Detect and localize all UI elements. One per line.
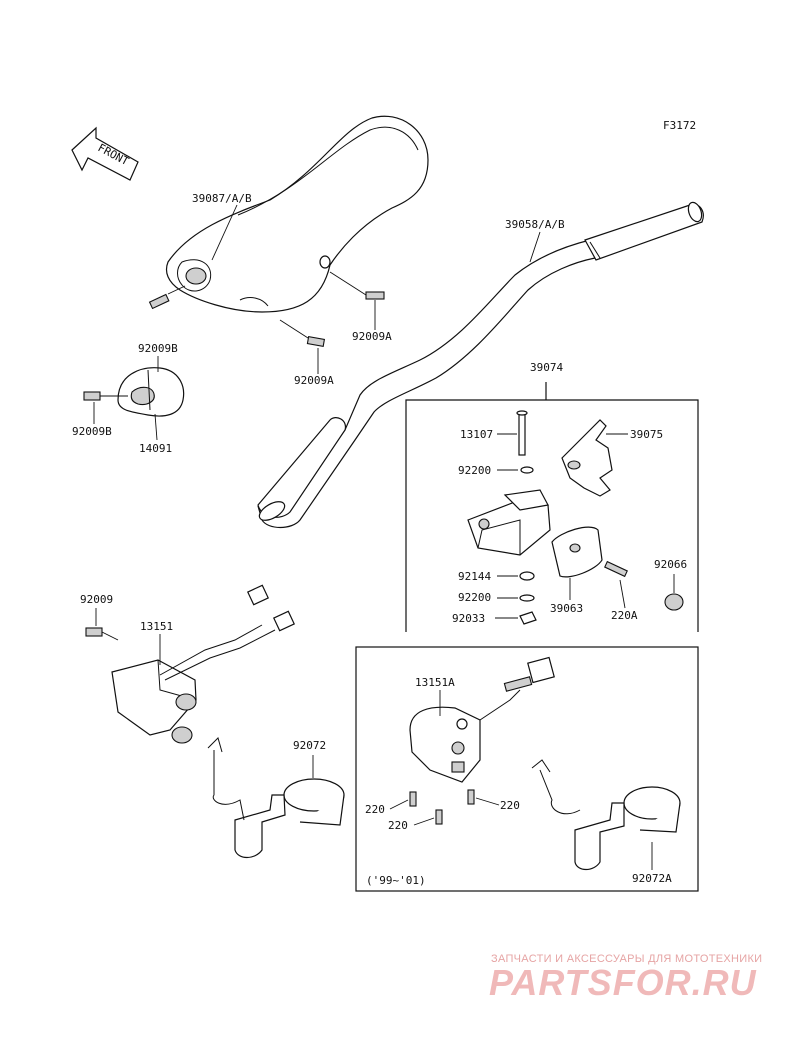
throttle-lever — [561, 419, 613, 497]
front-arrow-icon: FRONT — [71, 126, 139, 181]
watermark-brand: PARTSFOR.RU — [489, 962, 757, 1003]
clip-label: 92033 — [452, 612, 485, 625]
handlebar-cover — [165, 115, 429, 313]
bolt-92009a-bottom-label: 92009A — [294, 374, 334, 387]
bolt-icon — [148, 285, 186, 310]
switch-label: 13151 — [140, 620, 173, 633]
cap-label: 14091 — [139, 442, 172, 455]
screw-220-right-label: 220 — [500, 799, 520, 812]
switch-alt-label: 13151A — [415, 676, 455, 689]
spring-label: 92144 — [458, 570, 491, 583]
screw-icon — [467, 789, 475, 805]
cap — [117, 367, 185, 417]
screw-icon — [604, 560, 628, 578]
screw-icon — [409, 791, 417, 807]
bolt-92009b-left-label: 92009B — [72, 425, 112, 438]
lanyard-clamp-alt — [531, 759, 681, 871]
bolt-92009a-right-label: 92009A — [352, 330, 392, 343]
washer-icon — [519, 594, 535, 602]
plug — [664, 593, 684, 611]
bolt-icon — [83, 391, 128, 401]
screw-220-left-label: 220 — [365, 803, 385, 816]
screw-220a-label: 220A — [611, 609, 638, 622]
clip-icon — [519, 611, 537, 625]
washer-icon — [520, 466, 534, 474]
spring-icon — [519, 571, 535, 581]
handlebar-switch — [111, 584, 296, 744]
handlebar-switch-alt — [409, 656, 555, 783]
throttle-assy-label: 39074 — [530, 361, 563, 374]
lever-label: 39075 — [630, 428, 663, 441]
bolt-icon — [279, 319, 326, 347]
washer-top-label: 92200 — [458, 464, 491, 477]
screw-icon — [435, 809, 443, 825]
plug-label: 92066 — [654, 558, 687, 571]
clamp-label: 92072 — [293, 739, 326, 752]
washer-bottom-label: 92200 — [458, 591, 491, 604]
bolt-92009-label: 92009 — [80, 593, 113, 606]
figure-code: F3172 — [663, 119, 696, 132]
alt-switch-box — [355, 646, 699, 892]
switch-case — [551, 526, 603, 578]
bolt-92009b-top-label: 92009B — [138, 342, 178, 355]
cover-label: 39087/A/B — [192, 192, 252, 205]
bolt-icon — [85, 627, 119, 641]
screw-220-bottom-label: 220 — [388, 819, 408, 832]
pin — [516, 410, 528, 456]
pin-label: 13107 — [460, 428, 493, 441]
watermark-tagline: ЗАПЧАСТИ И АКСЕССУАРЫ ДЛЯ МОТОТЕХНИКИ — [491, 953, 763, 965]
handlebar — [257, 201, 704, 529]
year-note: ('99~'01) — [366, 874, 426, 887]
throttle-housing — [467, 489, 551, 556]
lanyard-clamp — [207, 737, 345, 859]
clamp-alt-label: 92072A — [632, 872, 672, 885]
case-label: 39063 — [550, 602, 583, 615]
bolt-icon — [329, 271, 385, 300]
handlebar-label: 39058/A/B — [505, 218, 565, 231]
